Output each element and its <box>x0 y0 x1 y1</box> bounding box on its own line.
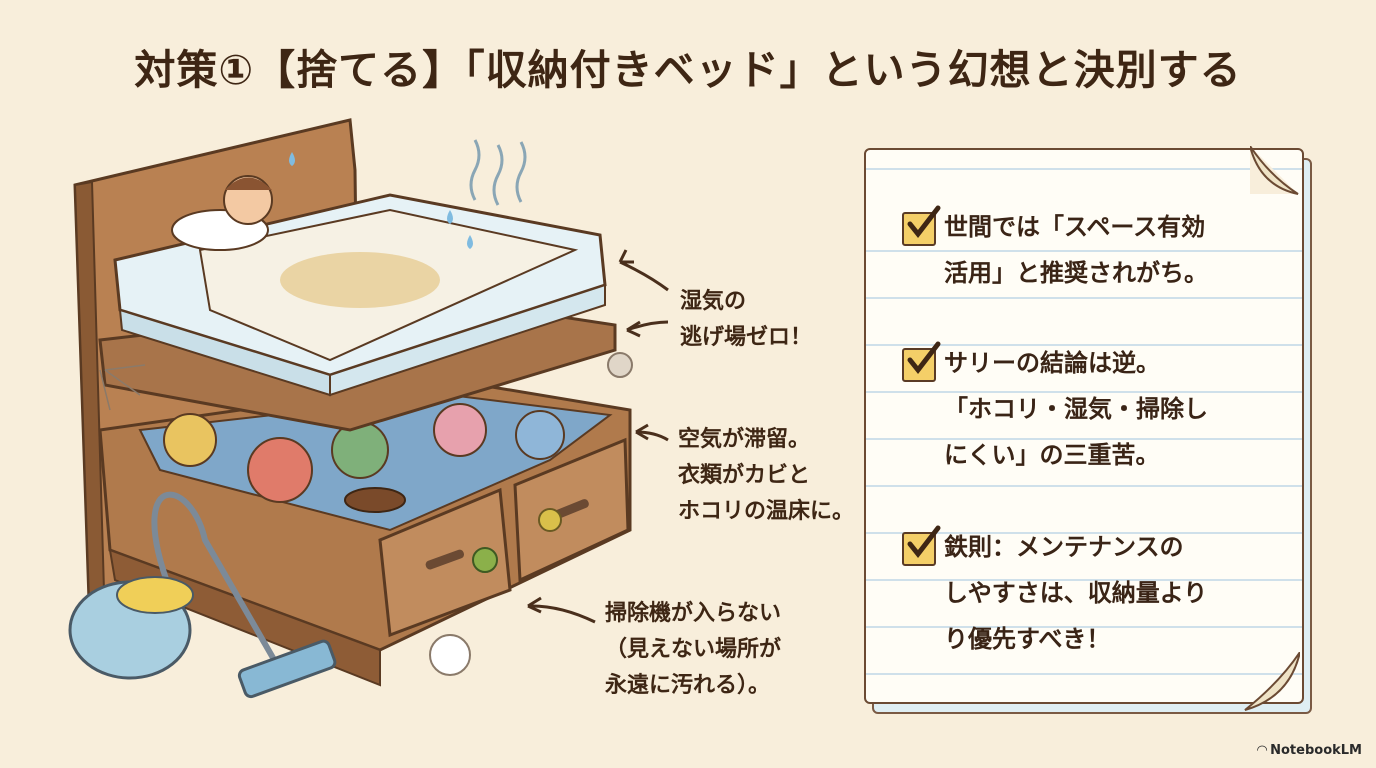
vacuum-head-icon <box>237 639 337 699</box>
brand-watermark: ◠NotebookLM <box>1257 743 1362 758</box>
vacuum-hose <box>151 491 283 672</box>
steam-icon <box>492 144 504 206</box>
cloth-blue <box>515 410 565 460</box>
notebooklm-logo-icon: ◠ <box>1257 743 1268 758</box>
stain <box>280 252 440 308</box>
cloth-pink <box>433 403 487 457</box>
page-curl-icon <box>1250 146 1299 195</box>
page-title: 対策①【捨てる】「収納付きベッド」という幻想と決別する <box>134 46 1242 94</box>
cloth-red <box>247 437 313 503</box>
steam-icon <box>515 141 527 203</box>
note-item-3: 鉄則：メンテナンスの しやすさは、収納量より り優先すべき！ <box>902 524 1294 662</box>
note-item-text: 世間では「スペース有効 活用」と推奨されがち。 <box>944 213 1208 287</box>
checkbox-icon <box>902 341 941 382</box>
note-item-text: 鉄則：メンテナンスの しやすさは、収納量より り優先すべき！ <box>944 533 1208 653</box>
steam-icon <box>469 139 481 201</box>
dust-cloud-icon <box>429 634 471 676</box>
note-item-1: 世間では「スペース有効 活用」と推奨されがち。 <box>902 204 1294 296</box>
checkbox-icon <box>902 525 941 566</box>
arrow-icon <box>527 604 596 624</box>
note-paper: 世間では「スペース有効 活用」と推奨されがち。 サリーの結論は逆。 「ホコリ・湿… <box>864 148 1304 704</box>
annotation-air: 空気が滞留。 衣類がカビと ホコリの温床に。 <box>678 427 855 524</box>
note-item-text: サリーの結論は逆。 「ホコリ・湿気・掃除し にくい」の三重苦。 <box>944 349 1208 469</box>
checkbox-icon <box>902 205 941 246</box>
shoe-icon <box>344 487 406 513</box>
note-item-2: サリーの結論は逆。 「ホコリ・湿気・掃除し にくい」の三重苦。 <box>902 340 1294 478</box>
dust-cloud-icon <box>607 352 633 378</box>
germ-icon <box>472 547 498 573</box>
germ-icon <box>538 508 562 532</box>
sweat-drop-icon <box>289 152 295 166</box>
page-curl-bottom-icon <box>1244 652 1300 711</box>
annotation-humidity: 湿気の 逃げ場ゼロ！ <box>680 289 813 350</box>
sweat-drop-icon <box>467 235 473 249</box>
brand-label: NotebookLM <box>1270 743 1362 758</box>
sweat-drop-icon <box>447 210 453 224</box>
arrow-icon <box>619 260 669 292</box>
annotation-vacuum: 掃除機が入らない （見えない場所が 永遠に汚れる）。 <box>605 601 782 698</box>
cobweb-icon <box>99 364 146 411</box>
note-card: 世間では「スペース有効 活用」と推奨されがち。 サリーの結論は逆。 「ホコリ・湿… <box>864 146 1314 714</box>
cloth-yellow <box>163 413 217 467</box>
storage-bed-illustration <box>68 118 633 699</box>
